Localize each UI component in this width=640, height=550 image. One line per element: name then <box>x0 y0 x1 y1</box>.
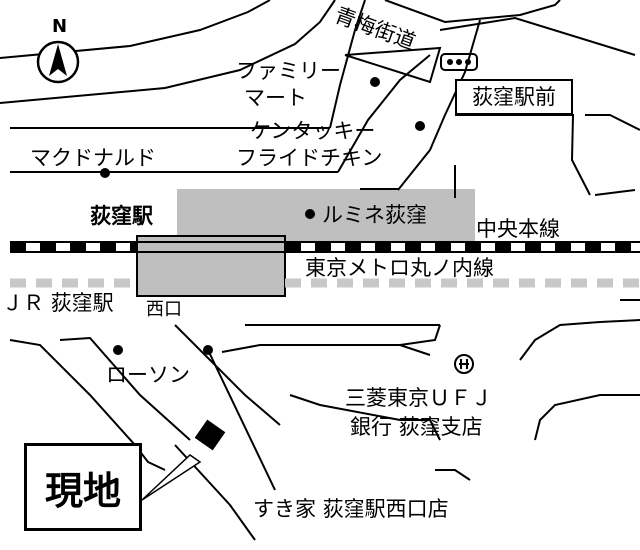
kfc-label-2: フライドチキン <box>236 146 383 170</box>
roads-south <box>9 299 640 541</box>
compass-icon <box>36 40 80 84</box>
mufg-label-2: 銀行 荻窪支店 <box>350 415 483 439</box>
jr-ogikubo-label: ＪＲ 荻窪駅 <box>2 291 114 315</box>
chuo-line-label: 中央本線 <box>476 217 560 241</box>
bus-stop-icon <box>440 53 478 71</box>
bus-stop-label: 荻窪駅前 <box>472 85 556 109</box>
sukiya-dot <box>203 345 213 355</box>
bank-icon <box>454 354 474 374</box>
north-arrow: N <box>28 16 88 92</box>
marunouchi-line-label: 東京メトロ丸ノ内線 <box>305 256 494 280</box>
mufg-label-1: 三菱東京ＵＦＪ <box>345 386 492 410</box>
ogikubo-station-label: 荻窪駅 <box>90 204 153 228</box>
mcdonalds-label: マクドナルド <box>30 146 156 170</box>
site-callout: 現地 <box>24 443 142 531</box>
site-pointer <box>141 454 202 501</box>
west-exit-label: 西口 <box>146 299 182 320</box>
lumine-building <box>177 189 475 241</box>
kfc-dot <box>415 121 425 131</box>
kfc-label-1: ケンタッキー <box>250 119 376 143</box>
sukiya-label: すき家 荻窪駅西口店 <box>253 497 449 521</box>
familymart-label-1: ファミリー <box>236 59 341 83</box>
lumine-label: ルミネ荻窪 <box>322 203 427 227</box>
bus-stop-sign: 荻窪駅前 <box>455 79 573 115</box>
lawson-dot <box>113 345 123 355</box>
familymart-label-2: マート <box>244 86 307 110</box>
lawson-label: ローソン <box>106 363 190 387</box>
roads-north <box>0 0 640 198</box>
north-letter: N <box>52 16 68 37</box>
chuo-line-track <box>10 241 640 253</box>
lawson-leader <box>207 349 276 491</box>
site-marker <box>194 419 226 451</box>
lumine-dot <box>305 209 315 219</box>
mcdonalds-dot <box>100 168 110 178</box>
ogikubo-station-building <box>136 235 286 297</box>
familymart-dot <box>370 77 380 87</box>
site-label: 現地 <box>44 468 121 513</box>
